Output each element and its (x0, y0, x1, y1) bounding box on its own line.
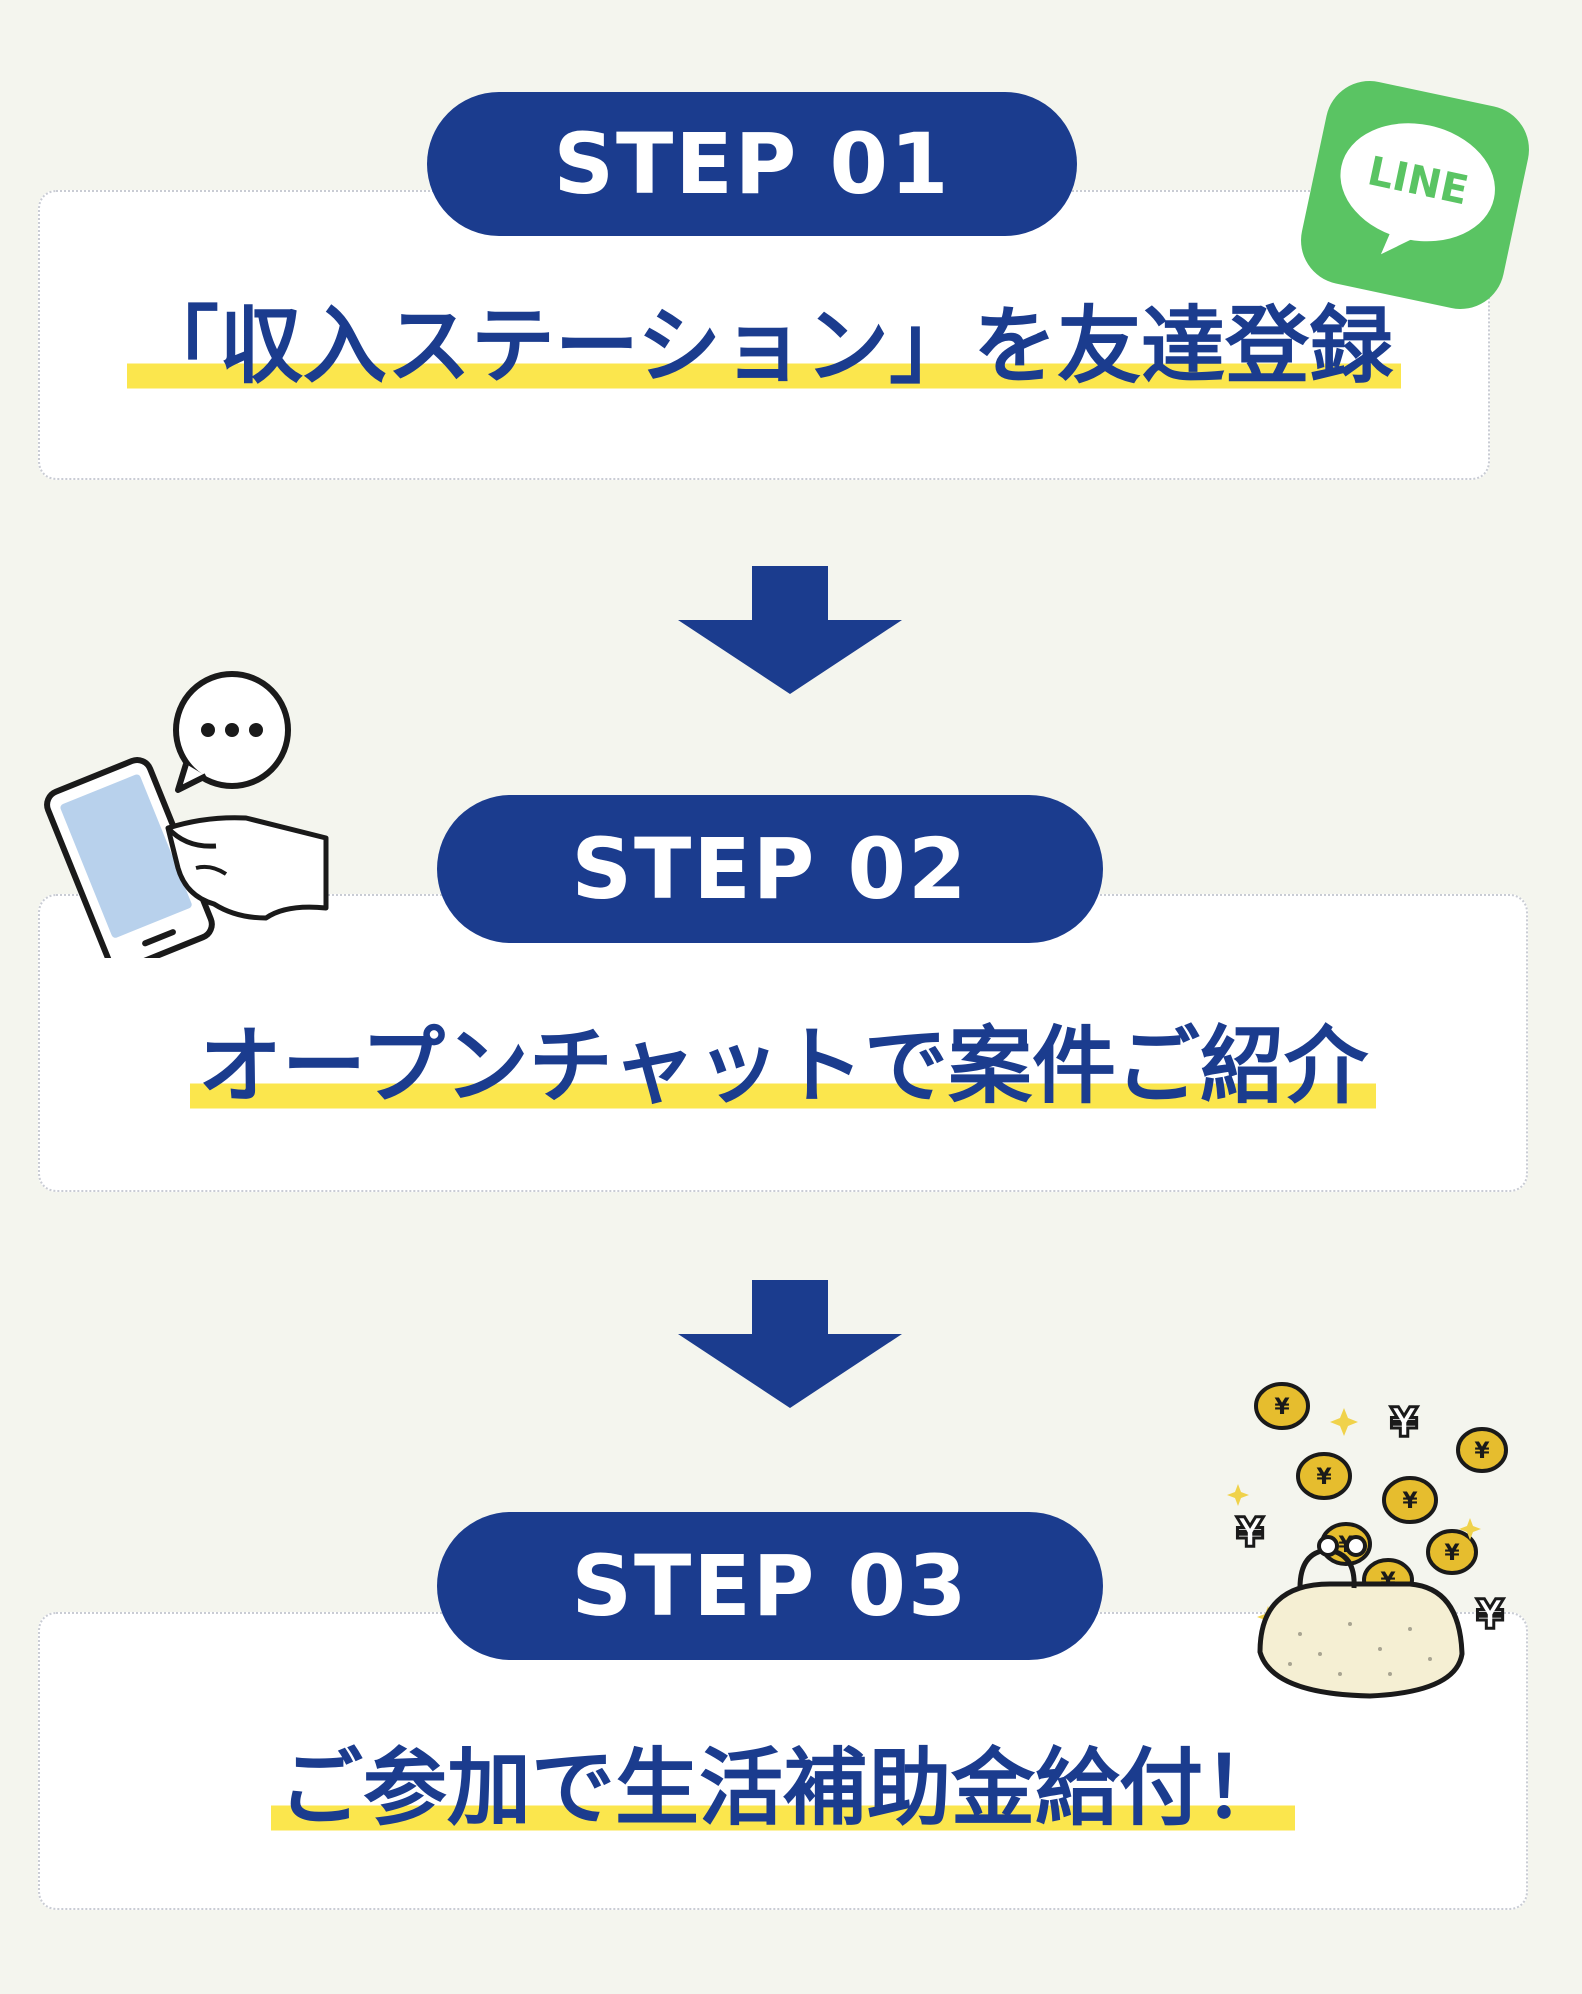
svg-text:¥: ¥ (1476, 1592, 1504, 1638)
arrow-down-icon (678, 1280, 902, 1408)
svg-text:¥: ¥ (1316, 1465, 1332, 1490)
coin-purse-icon: ¥¥¥ ¥¥¥ ¥ ¥ ¥ ¥ (1220, 1374, 1540, 1714)
svg-text:¥: ¥ (1402, 1489, 1418, 1514)
svg-text:¥: ¥ (1474, 1439, 1490, 1464)
yen-coin-icon (1254, 1382, 1310, 1430)
step-02-card: オープンチャットで案件ご紹介 (38, 894, 1528, 1192)
speech-bubble-icon (173, 671, 291, 793)
step-03-title: ご参加で生活補助金給付！ (40, 1746, 1526, 1836)
yen-coin-icon (1296, 1452, 1352, 1500)
step-02-title: オープンチャットで案件ご紹介 (40, 1024, 1526, 1114)
step-01-label: STEP 01 (427, 92, 1077, 236)
smartphone-hand-icon (36, 668, 336, 972)
step-01-card: 「収入ステーション」を友達登録 (38, 190, 1490, 480)
line-app-icon: LINE (1290, 70, 1540, 320)
arrow-down-icon (678, 566, 902, 694)
yen-coin-icon (1382, 1476, 1438, 1524)
step-02-label: STEP 02 (437, 795, 1103, 943)
svg-text:¥: ¥ (1444, 1541, 1460, 1566)
svg-text:¥: ¥ (1274, 1395, 1290, 1420)
step-01-title: 「収入ステーション」を友達登録 (40, 304, 1488, 394)
yen-coin-icon (1426, 1529, 1478, 1575)
svg-text:¥: ¥ (1236, 1510, 1264, 1556)
step-03-label: STEP 03 (437, 1512, 1103, 1660)
yen-coin-icon (1456, 1427, 1508, 1473)
svg-text:¥: ¥ (1390, 1400, 1418, 1446)
